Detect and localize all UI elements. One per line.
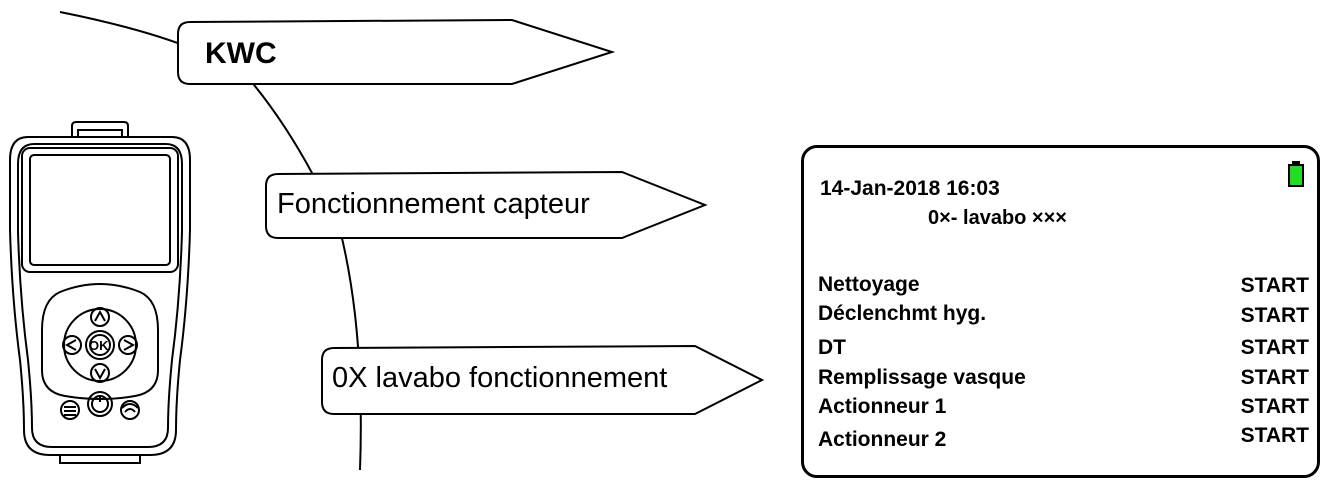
menu-row-start-button[interactable]: START — [1240, 274, 1309, 297]
screen-datetime: 14-Jan-2018 16:03 — [820, 177, 1000, 200]
device-screen-panel: 14-Jan-2018 16:03 0×- lavabo ××× Nettoya… — [801, 145, 1320, 478]
handheld-device — [9, 121, 191, 464]
tag-capteur-shape — [265, 170, 708, 239]
menu-row-start-button[interactable]: START — [1240, 395, 1309, 418]
tag-lavabo-shape — [321, 344, 765, 415]
menu-row-start-button[interactable]: START — [1240, 366, 1309, 389]
menu-row-label: Remplissage vasque — [818, 366, 1026, 389]
menu-row-label: Déclenchmt hyg. — [818, 302, 987, 325]
menu-row-label: Actionneur 2 — [818, 428, 947, 451]
screen-device-name: 0×- lavabo ××× — [928, 207, 1067, 229]
tag-kwc-label: KWC — [205, 37, 277, 70]
menu-row-label: DT — [818, 336, 846, 359]
menu-row-label: Actionneur 1 — [818, 395, 947, 418]
tag-lavabo-label: 0X lavabo fonctionnement — [332, 362, 668, 394]
menu-row-start-button[interactable]: START — [1240, 336, 1309, 359]
menu-row-label: Nettoyage — [818, 273, 920, 296]
battery-fill — [1288, 164, 1304, 187]
tag-kwc-shape — [177, 18, 616, 85]
tag-capteur-label: Fonctionnement capteur — [277, 188, 590, 220]
menu-row-start-button[interactable]: START — [1240, 424, 1309, 447]
menu-row-start-button[interactable]: START — [1240, 304, 1309, 327]
battery-icon — [1288, 161, 1304, 187]
ok-button-glyph: OK — [89, 338, 109, 353]
